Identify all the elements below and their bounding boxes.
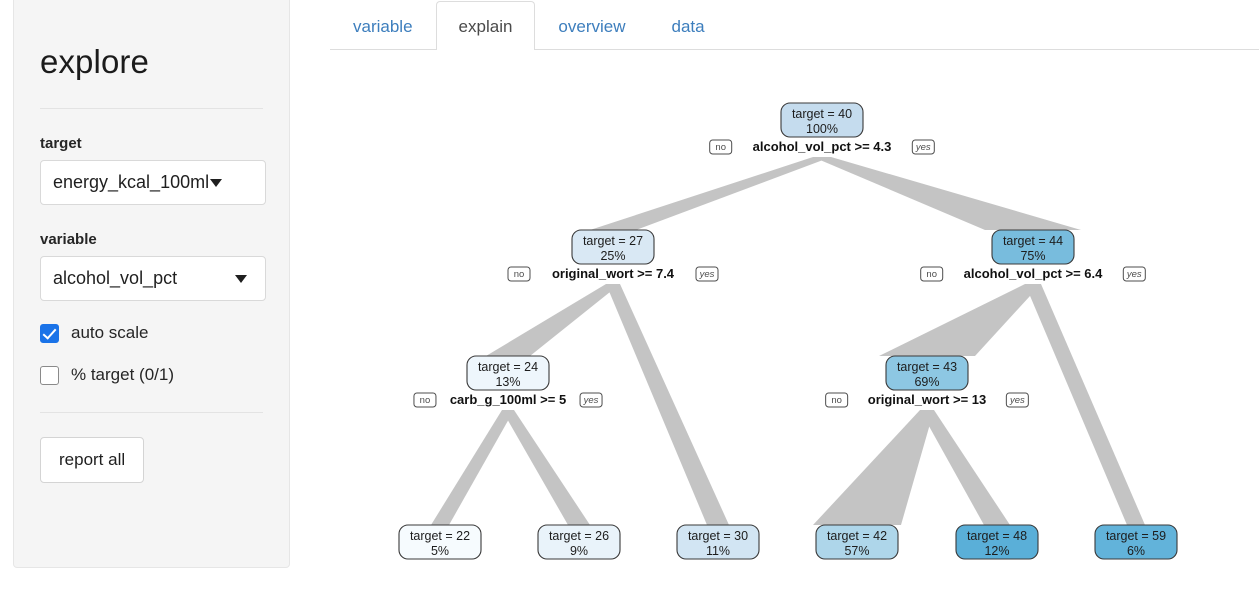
badge-no: no [420, 395, 431, 406]
badge-no: no [926, 269, 937, 280]
tree-link [879, 284, 1041, 356]
node-value: target = 30 [688, 529, 748, 543]
tab-explain[interactable]: explain [435, 1, 536, 51]
tab-bar-rule [330, 49, 1259, 50]
target-select-value: energy_kcal_100ml [53, 172, 210, 192]
node-pct: 11% [706, 544, 730, 558]
variable-select[interactable]: alcohol_vol_pct [40, 256, 266, 301]
node-pct: 100% [806, 122, 838, 136]
auto-scale-checkbox[interactable] [40, 323, 59, 343]
node-pct: 12% [984, 544, 1009, 558]
node-pct: 75% [1020, 249, 1045, 263]
node-pct: 5% [431, 544, 449, 558]
node-value: target = 43 [897, 360, 957, 374]
tab-data[interactable]: data [671, 17, 705, 36]
chevron-down-icon [210, 178, 223, 187]
node-split-rule: original_wort >= 13 [868, 392, 987, 407]
node-value: target = 59 [1106, 529, 1166, 543]
tree-node[interactable]: target = 596% [1094, 524, 1178, 560]
tree-node[interactable]: target = 269% [537, 524, 621, 560]
variable-select-value: alcohol_vol_pct [53, 268, 178, 288]
badge-yes: yes [915, 142, 931, 153]
auto-scale-row[interactable]: auto scale [40, 323, 263, 343]
node-value: target = 22 [410, 529, 470, 543]
node-value: target = 48 [967, 529, 1027, 543]
target-select[interactable]: energy_kcal_100ml [40, 160, 266, 205]
badge-yes: yes [583, 395, 599, 406]
badge-no: no [514, 269, 525, 280]
node-split-rule: alcohol_vol_pct >= 4.3 [753, 139, 892, 154]
tree-link [502, 410, 590, 525]
tree-link [1025, 284, 1145, 525]
node-pct: 13% [495, 375, 520, 389]
tree-link [590, 157, 831, 230]
sidebar-panel: explore target energy_kcal_100ml variabl… [13, 0, 290, 568]
node-pct: 69% [914, 375, 939, 389]
tab-overview[interactable]: overview [558, 17, 626, 36]
tree-link [813, 157, 1081, 230]
tree-node[interactable]: target = 225% [398, 524, 482, 560]
sidebar-divider-top [40, 108, 263, 109]
badge-yes: yes [1126, 269, 1142, 280]
tree-link [920, 410, 1010, 525]
badge-no: no [831, 395, 842, 406]
report-all-button[interactable]: report all [40, 437, 145, 483]
auto-scale-label: auto scale [71, 323, 149, 342]
pct-target-label: % target (0/1) [71, 365, 174, 384]
badge-yes: yes [1009, 395, 1025, 406]
node-pct: 57% [844, 544, 869, 558]
node-pct: 6% [1127, 544, 1145, 558]
node-split-rule: alcohol_vol_pct >= 6.4 [964, 266, 1103, 281]
node-pct: 25% [600, 249, 625, 263]
pct-target-row[interactable]: % target (0/1) [40, 365, 263, 385]
node-value: target = 27 [583, 234, 643, 248]
badge-no: no [715, 142, 726, 153]
node-value: target = 42 [827, 529, 887, 543]
node-value: target = 40 [792, 107, 852, 121]
node-split-rule: carb_g_100ml >= 5 [450, 392, 566, 407]
page-title: explore [40, 43, 149, 80]
node-value: target = 24 [478, 360, 538, 374]
node-value: target = 26 [549, 529, 609, 543]
tree-links [431, 157, 1145, 525]
pct-target-checkbox[interactable] [40, 365, 59, 385]
tree-link [486, 284, 620, 356]
sidebar-divider-bottom [40, 412, 263, 413]
node-split-rule: original_wort >= 7.4 [552, 266, 675, 281]
tab-list: variable explain overview data [330, 1, 728, 51]
tab-bar: variable explain overview data [330, 0, 1259, 51]
node-pct: 9% [570, 544, 588, 558]
node-value: target = 44 [1003, 234, 1063, 248]
badge-yes: yes [699, 269, 715, 280]
tab-variable[interactable]: variable [353, 17, 413, 36]
chevron-down-icon [235, 274, 247, 283]
variable-label: variable [40, 231, 97, 248]
tree-link [431, 410, 514, 525]
tree-link [606, 284, 729, 525]
target-label: target [40, 135, 82, 152]
tree-link [813, 410, 934, 525]
